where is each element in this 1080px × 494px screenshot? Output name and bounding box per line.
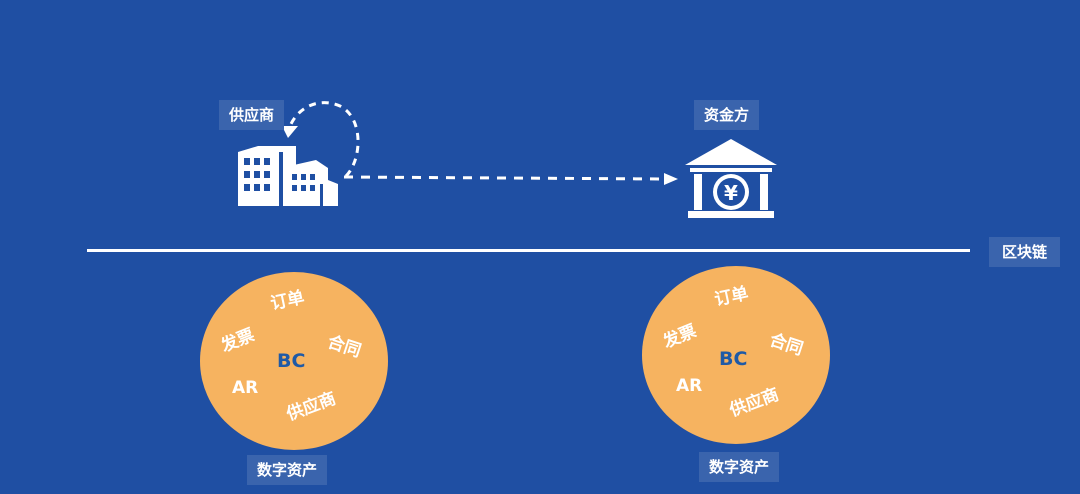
loop-arrow — [282, 101, 360, 178]
blockchain-label: 区块链 — [989, 237, 1061, 267]
dashed-arrow — [343, 173, 678, 185]
bank-yen-icon: ¥ — [685, 139, 777, 218]
blockchain-divider — [87, 249, 970, 252]
word-contract: 合同 — [766, 330, 806, 360]
word-invoice: 发票 — [660, 321, 700, 353]
digital-asset-circle-right: 订单 发票 合同 BC AR 供应商 — [642, 266, 830, 444]
digital-asset-caption-right: 数字资产 — [699, 452, 780, 482]
word-invoice: 发票 — [218, 325, 258, 357]
word-order: 订单 — [268, 287, 307, 315]
word-ar: AR — [232, 378, 259, 398]
word-supplier: 供应商 — [726, 384, 782, 421]
supplier-label: 供应商 — [219, 100, 285, 130]
word-supplier: 供应商 — [283, 388, 339, 425]
word-contract: 合同 — [324, 332, 364, 362]
center-bc: BC — [277, 350, 306, 372]
word-ar: AR — [676, 376, 703, 396]
center-bc: BC — [719, 348, 748, 370]
funder-label: 资金方 — [694, 100, 760, 130]
digital-asset-circle-left: 订单 发票 合同 BC AR 供应商 — [200, 272, 388, 450]
digital-asset-caption-left: 数字资产 — [247, 455, 328, 485]
word-order: 订单 — [712, 283, 751, 311]
factory-buildings-icon — [238, 146, 338, 206]
svg-text:¥: ¥ — [724, 181, 738, 205]
